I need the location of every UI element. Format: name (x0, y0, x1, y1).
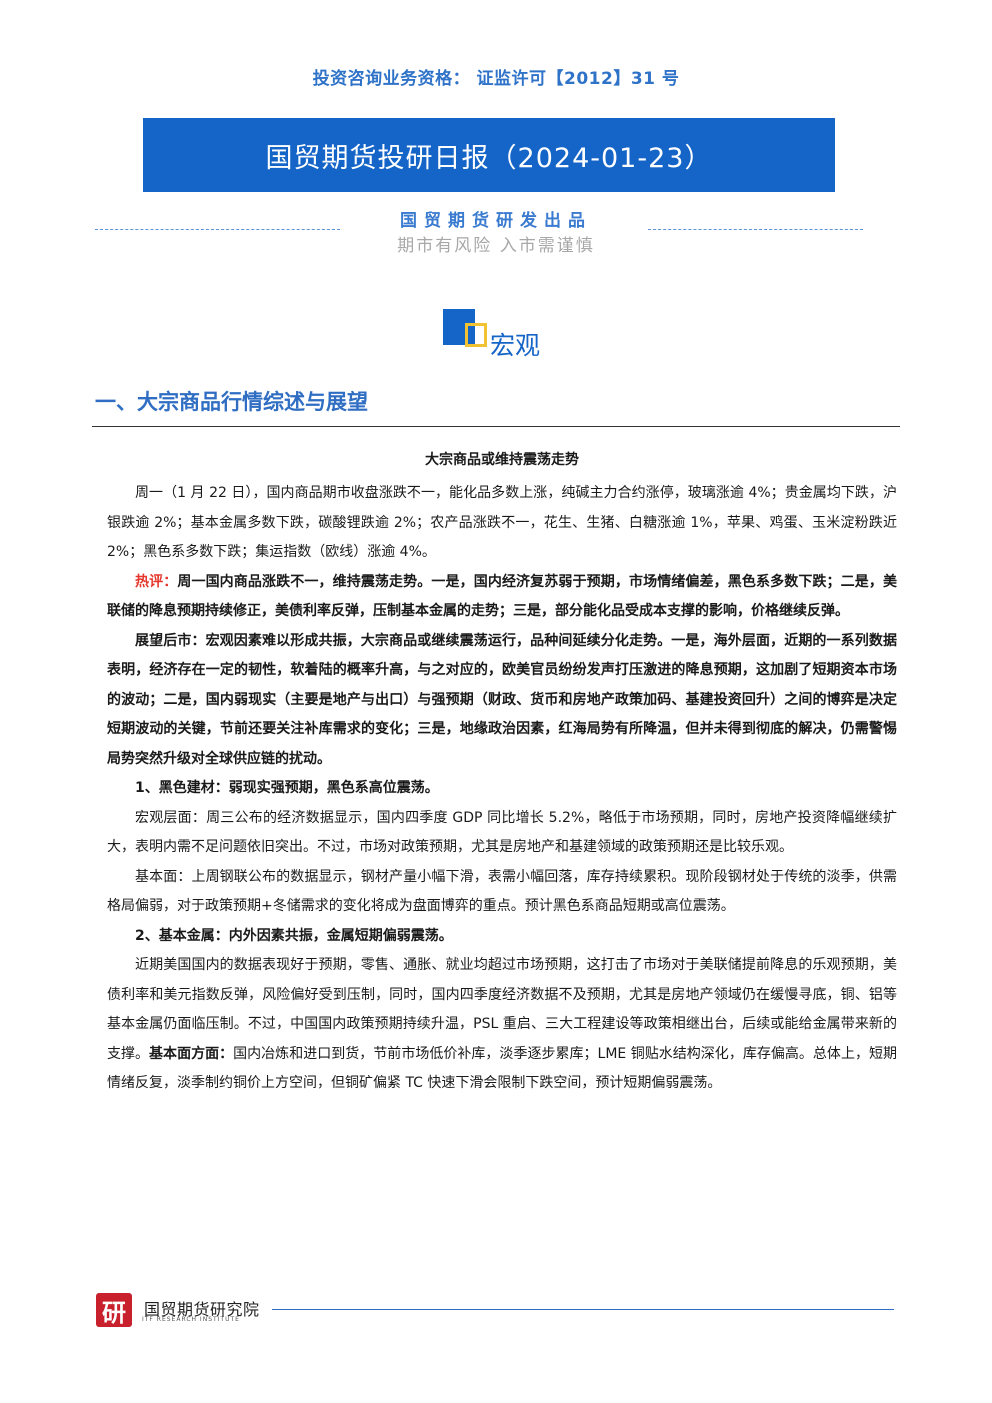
category-outline-square-icon (465, 323, 487, 347)
hot-comment-text: 周一国内商品涨跌不一，维持震荡走势。一是，国内经济复苏弱于预期，市场情绪偏差，黑… (107, 573, 898, 620)
hot-comment-paragraph: 热评：周一国内商品涨跌不一，维持震荡走势。一是，国内经济复苏弱于预期，市场情绪偏… (107, 568, 897, 627)
hot-comment-label: 热评： (135, 573, 178, 590)
base-metals-fundamentals-label: 基本面方面： (149, 1045, 234, 1062)
report-title-banner: 国贸期货投研日报（2024-01-23） (143, 118, 835, 192)
market-summary-paragraph: 周一（1 月 22 日），国内商品期市收盘涨跌不一，能化品多数上涨，纯碱主力合约… (107, 485, 897, 560)
footer-rule (272, 1309, 894, 1310)
report-title: 国贸期货投研日报（2024-01-23） (265, 142, 713, 174)
section-rule (92, 426, 900, 427)
qualification-line: 投资咨询业务资格： 证监许可【2012】31 号 (312, 69, 680, 89)
institute-name-en: ITF RESEARCH INSTITUTE (142, 1316, 240, 1323)
article-body: 大宗商品或维持震荡走势 周一（1 月 22 日），国内商品期市收盘涨跌不一，能化… (107, 450, 897, 1099)
category-title: 宏观 (490, 331, 541, 360)
category-header: 宏观 (443, 309, 583, 361)
ferrous-heading: 1、黑色建材：弱现实强预期，黑色系高位震荡。 (135, 780, 439, 796)
dashed-divider-left (95, 229, 340, 230)
dashed-divider-right (648, 229, 863, 230)
base-metals-heading: 2、基本金属：内外因素共振，金属短期偏弱震荡。 (135, 927, 453, 944)
publisher-line: 国贸期货研发出品 (400, 211, 592, 231)
ferrous-macro-paragraph: 宏观层面：周三公布的经济数据显示，国内四季度 GDP 同比增长 5.2%，略低于… (107, 809, 897, 856)
base-metals-fundamentals-text: 国内冶炼和进口到货，节前市场低价补库，淡季逐步累库；LME 铜贴水结构深化，库存… (107, 1045, 897, 1092)
category-square-icon (443, 309, 475, 345)
institute-logo-icon: 研 (96, 1293, 132, 1327)
article-title: 大宗商品或维持震荡走势 (425, 452, 579, 468)
ferrous-fundamentals-paragraph: 基本面：上周钢联公布的数据显示，钢材产量小幅下滑，表需小幅回落，库存持续累积。现… (107, 868, 897, 915)
base-metals-macro-text: 近期美国国内的数据表现好于预期，零售、通胀、就业均超过市场预期，这打击了市场对于… (107, 957, 897, 1062)
risk-notice: 期市有风险 入市需谨慎 (397, 236, 595, 256)
outlook-paragraph: 展望后市：宏观因素难以形成共振，大宗商品或继续震荡运行，品种间延续分化走势。一是… (107, 632, 897, 767)
institute-name: 国贸期货研究院 (144, 1300, 260, 1319)
section-heading: 一、大宗商品行情综述与展望 (95, 390, 368, 414)
base-metals-paragraph: 近期美国国内的数据表现好于预期，零售、通胀、就业均超过市场预期，这打击了市场对于… (107, 951, 897, 1099)
